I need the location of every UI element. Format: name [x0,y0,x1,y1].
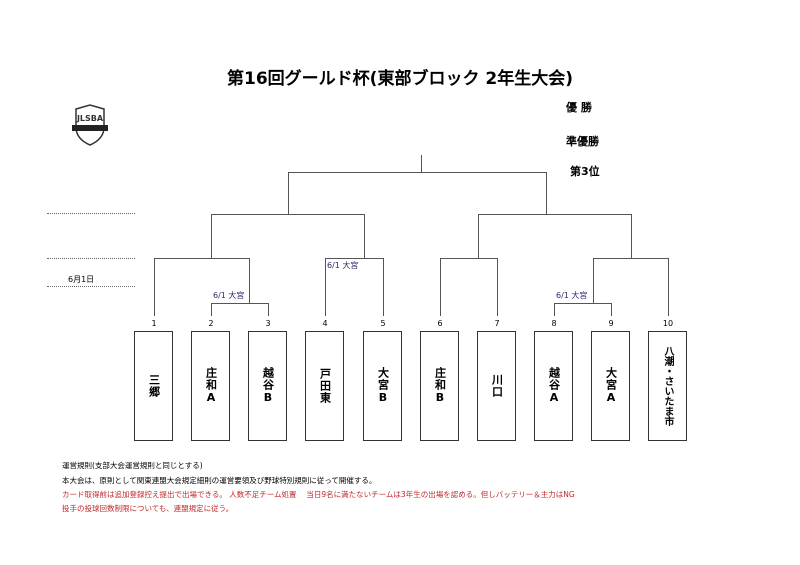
team-box: 庄和B [420,331,459,441]
team-name: 越谷B [261,367,275,405]
team-name: 庄和A [204,367,218,405]
logo: JLSBA [68,103,112,147]
team-number: 4 [322,319,328,328]
rules-text-red: カード取得前は追加登録控え提出で出場できる。 人数不足チーム処置 当日9名に満た… [62,490,575,499]
date-label: 6月1日 [68,275,95,284]
divider [47,286,135,287]
team-number: 7 [494,319,500,328]
svg-text:JLSBA: JLSBA [76,114,104,123]
team-name: 大宮B [376,367,390,405]
team-box: 越谷B [248,331,287,441]
team-box: 戸田東 [305,331,344,441]
team-name: 大宮A [604,367,618,405]
team-number: 10 [662,319,674,328]
team-name: 戸田東 [318,368,332,404]
runner-up-label: 準優勝 [566,135,599,148]
team-box: 大宮B [363,331,402,441]
team-name: 越谷A [547,367,561,405]
third-place-label: 第3位 [570,165,600,178]
divider [47,213,135,214]
match-venue: 6/1 大宮 [327,261,359,270]
match-venue: 6/1 大宮 [213,291,245,300]
team-number: 2 [208,319,214,328]
logo-emblem-icon: JLSBA [72,104,108,146]
team-name: 庄和B [433,367,447,405]
rules-text: 本大会は、原則として関東連盟大会規定細則の運営要領及び野球特別規則に従って開催す… [62,476,377,485]
divider [47,258,135,259]
rules-heading: 運営規則(支部大会運営規則と同じとする) [62,461,203,470]
team-box: 三郷 [134,331,173,441]
team-box: 庄和A [191,331,230,441]
team-number: 8 [551,319,557,328]
match-venue: 6/1 大宮 [556,291,588,300]
team-name: 三郷 [147,374,161,398]
team-number: 5 [380,319,386,328]
team-name: 八潮・さいたま市 [662,346,673,426]
team-number: 6 [437,319,443,328]
team-box: 川口 [477,331,516,441]
champion-label: 優 勝 [566,101,592,114]
team-box: 越谷A [534,331,573,441]
team-name: 川口 [490,374,504,398]
team-number: 3 [265,319,271,328]
team-box: 大宮A [591,331,630,441]
team-number: 1 [151,319,157,328]
rules-text-red: 投手の投球回数制限についても、連盟規定に従う。 [62,504,234,513]
team-box: 八潮・さいたま市 [648,331,687,441]
team-number: 9 [608,319,614,328]
page-title: 第16回グールド杯(東部ブロック 2年生大会) [227,69,573,89]
